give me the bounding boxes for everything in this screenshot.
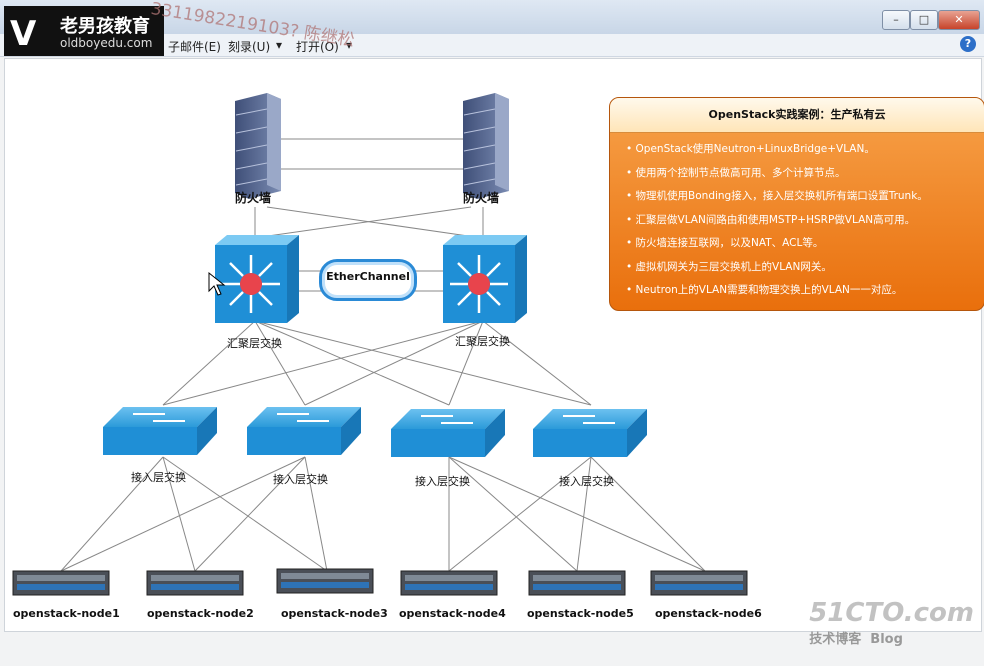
node-label-6: openstack-node6 [655, 607, 762, 620]
info-box-title: OpenStack实践案例：生产私有云 [610, 98, 984, 133]
access-label-4: 接入层交换 [559, 475, 614, 488]
firewall-right [463, 93, 509, 199]
logo-name: 老男孩教育 [60, 16, 150, 37]
node-label-4: openstack-node4 [399, 607, 506, 620]
info-box-list: OpenStack使用Neutron+LinuxBridge+VLAN。 使用两… [610, 141, 984, 297]
info-item: Neutron上的VLAN需要和物理交换上的VLAN一一对应。 [626, 282, 984, 297]
node-label-1: openstack-node1 [13, 607, 120, 620]
server-node1 [12, 570, 110, 596]
mouse-cursor-icon [208, 271, 226, 296]
server-node5 [528, 570, 626, 596]
server-node6 [650, 570, 748, 596]
menu-burn[interactable]: 刻录(U) [228, 40, 271, 54]
aggregation-label-right: 汇聚层交换 [455, 335, 510, 348]
etherchannel-label: EtherChannel [326, 270, 410, 283]
burn-dropdown-icon[interactable]: ▾ [276, 38, 283, 52]
minimize-button[interactable]: – [882, 10, 910, 30]
51cto-brand: 51CTO.com [809, 598, 974, 628]
network-diagram [12, 93, 748, 596]
oldboy-logo: V 老男孩教育 oldboyedu.com [4, 6, 164, 56]
info-item: 虚拟机网关为三层交换机上的VLAN网关。 [626, 259, 984, 274]
info-item: 使用两个控制节点做高可用、多个计算节点。 [626, 165, 984, 180]
51cto-logo: 51CTO.com 技术博客 Blog [809, 598, 974, 647]
51cto-blog: Blog [870, 632, 903, 647]
access-switch-2 [247, 407, 361, 455]
close-button[interactable]: ✕ [938, 10, 980, 30]
core-switch-left [215, 235, 299, 323]
open-dropdown-icon[interactable]: ▾ [346, 38, 353, 52]
firewall-label-left: 防火墙 [235, 191, 272, 205]
help-icon[interactable]: ? [960, 36, 976, 52]
menu-email[interactable]: 子邮件(E) [168, 40, 221, 54]
core-switch-right [443, 235, 527, 323]
menu-open[interactable]: 打开(O) [296, 40, 339, 54]
access-label-3: 接入层交换 [415, 475, 470, 488]
window-titlebar: – □ ✕ [0, 0, 984, 35]
server-node4 [400, 570, 498, 596]
maximize-button[interactable]: □ [910, 10, 938, 30]
aggregation-label-left: 汇聚层交换 [227, 337, 282, 350]
server-node2 [146, 570, 244, 596]
access-label-2: 接入层交换 [273, 473, 328, 486]
node-label-3: openstack-node3 [281, 607, 388, 620]
info-item: OpenStack使用Neutron+LinuxBridge+VLAN。 [626, 141, 984, 156]
node-label-2: openstack-node2 [147, 607, 254, 620]
access-switch-4 [533, 409, 647, 457]
logo-mark: V [10, 14, 37, 54]
access-switch-1 [103, 407, 217, 455]
links [60, 138, 706, 572]
diagram-canvas: 防火墙 防火墙 EtherChannel 汇聚层交换 汇聚层交换 接入层交换 接… [4, 58, 984, 632]
access-label-1: 接入层交换 [131, 471, 186, 484]
menu-bar: 子邮件(E) 刻录(U) ▾ 打开(O) ▾ [0, 34, 984, 57]
firewall-label-right: 防火墙 [463, 191, 500, 205]
info-item: 防火墙连接互联网，以及NAT、ACL等。 [626, 235, 984, 250]
info-item: 物理机使用Bonding接入，接入层交换机所有端口设置Trunk。 [626, 188, 984, 203]
server-node3 [276, 568, 374, 594]
etherchannel-link: EtherChannel [319, 259, 417, 301]
info-box: OpenStack实践案例：生产私有云 OpenStack使用Neutron+L… [609, 97, 984, 311]
51cto-sub: 技术博客 [809, 632, 862, 647]
node-label-5: openstack-node5 [527, 607, 634, 620]
access-switch-3 [391, 409, 505, 457]
info-item: 汇聚层做VLAN间路由和使用MSTP+HSRP做VLAN高可用。 [626, 212, 984, 227]
logo-url: oldboyedu.com [60, 36, 153, 50]
firewall-left [235, 93, 281, 199]
